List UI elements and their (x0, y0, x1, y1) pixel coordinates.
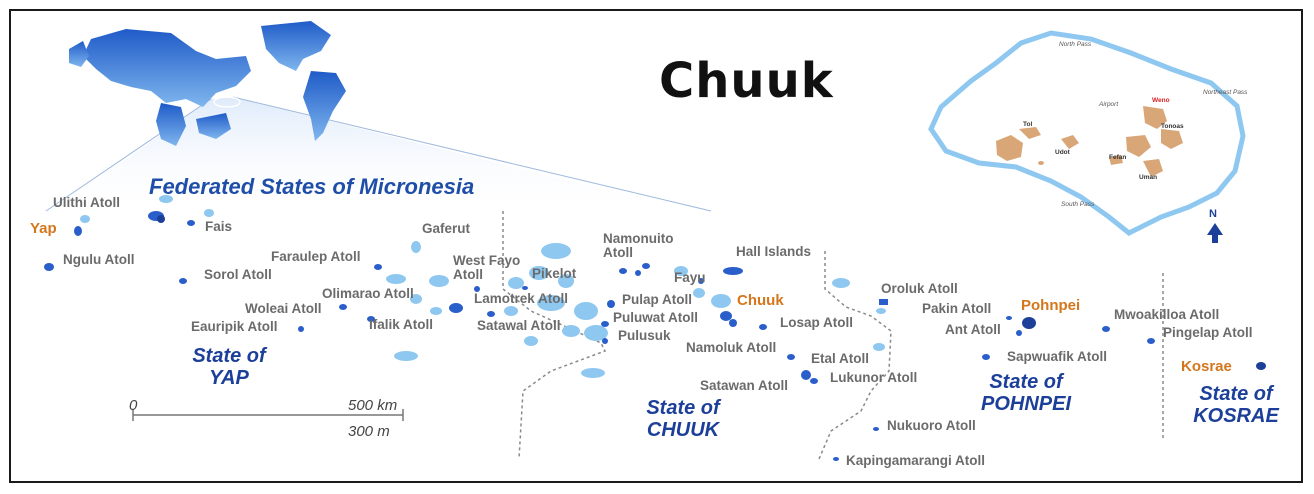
chuuk-lagoon-inset (928, 30, 1246, 243)
atoll-label-ngulu: Ngulu Atoll (63, 252, 135, 267)
atoll-label-ulithi: Ulithi Atoll (53, 195, 120, 210)
atoll-label-pingelap: Pingelap Atoll (1163, 325, 1253, 340)
inset-label-airport: Airport (1099, 101, 1119, 108)
inset-label-tol: Tol (1023, 121, 1033, 128)
capital-label-chuuk: Chuuk (737, 292, 784, 309)
capital-label-yap: Yap (30, 220, 57, 237)
inset-label-northeast-pass: Northeast Pass (1203, 89, 1248, 96)
scale-label-zero: 0 (129, 397, 138, 414)
atoll-label-satawal: Satawal Atoll (477, 318, 561, 333)
atoll-label-namoluk: Namoluk Atoll (686, 340, 777, 355)
atoll-label-eauripik: Eauripik Atoll (191, 319, 278, 334)
atoll-label-ifalik: Ifalik Atoll (369, 317, 434, 332)
atoll-label-fayu: Fayu (674, 270, 706, 285)
atoll-label-etal: Etal Atoll (811, 351, 870, 366)
atoll-label-losap: Losap Atoll (780, 315, 853, 330)
inset-label-north-pass: North Pass (1059, 41, 1092, 48)
capital-label-pohnpei: Pohnpei (1021, 297, 1081, 314)
reef-shapes (80, 195, 886, 378)
state-boundaries (502, 211, 1164, 460)
capital-label-kosrae: Kosrae (1181, 358, 1232, 375)
island-markers (44, 211, 1266, 461)
atoll-label-mwoakilloa: Mwoakilloa Atoll (1114, 307, 1220, 322)
atoll-label-pulusuk: Pulusuk (618, 328, 671, 343)
lagoon-reef (928, 30, 1246, 236)
atoll-label-pakin: Pakin Atoll (922, 301, 992, 316)
inset-label-uman: Uman (1139, 174, 1158, 181)
map-frame: Chuuk Federated States of Micronesia Sta… (9, 9, 1303, 483)
atoll-label-lamotrek: Lamotrek Atoll (474, 291, 569, 306)
atoll-label-pikelot: Pikelot (532, 266, 577, 281)
inset-label-south-pass: South Pass (1061, 201, 1095, 208)
map-graphics (44, 21, 1266, 461)
inset-label-weno: Weno (1152, 97, 1170, 104)
atoll-label-sapwuafik: Sapwuafik Atoll (1007, 349, 1108, 364)
inset-label-udot: Udot (1055, 149, 1070, 156)
atoll-label-gaferut: Gaferut (422, 221, 471, 236)
inset-label-tonoas: Tonoas (1161, 123, 1184, 130)
region-title: Federated States of Micronesia (149, 174, 475, 199)
atoll-label-ant: Ant Atoll (945, 322, 1001, 337)
atoll-label-woleai: Woleai Atoll (245, 301, 322, 316)
atoll-label-faraulep: Faraulep Atoll (271, 249, 361, 264)
atoll-label-kapingamarangi: Kapingamarangi Atoll (846, 453, 986, 468)
atoll-label-oroluk: Oroluk Atoll (881, 281, 958, 296)
atoll-label-satawan: Satawan Atoll (700, 378, 789, 393)
atoll-label-puluwat: Puluwat Atoll (613, 310, 698, 325)
atoll-label-hall-islands: Hall Islands (736, 244, 812, 259)
scale-label-km: 500 km (348, 397, 398, 414)
map-title: Chuuk (659, 53, 834, 109)
atoll-label-fais: Fais (205, 219, 233, 234)
atoll-label-nukuoro: Nukuoro Atoll (887, 418, 976, 433)
scale-label-m: 300 m (348, 423, 390, 440)
atoll-label-olimarao: Olimarao Atoll (322, 286, 414, 301)
scale-bar (132, 409, 404, 421)
atoll-label-pulap: Pulap Atoll (622, 292, 692, 307)
world-map (45, 21, 712, 216)
north-arrow-label: N (1209, 208, 1217, 220)
atoll-label-sorol: Sorol Atoll (204, 267, 272, 282)
inset-label-fefan: Fefan (1109, 154, 1127, 161)
atoll-label-lukunor: Lukunor Atoll (830, 370, 918, 385)
